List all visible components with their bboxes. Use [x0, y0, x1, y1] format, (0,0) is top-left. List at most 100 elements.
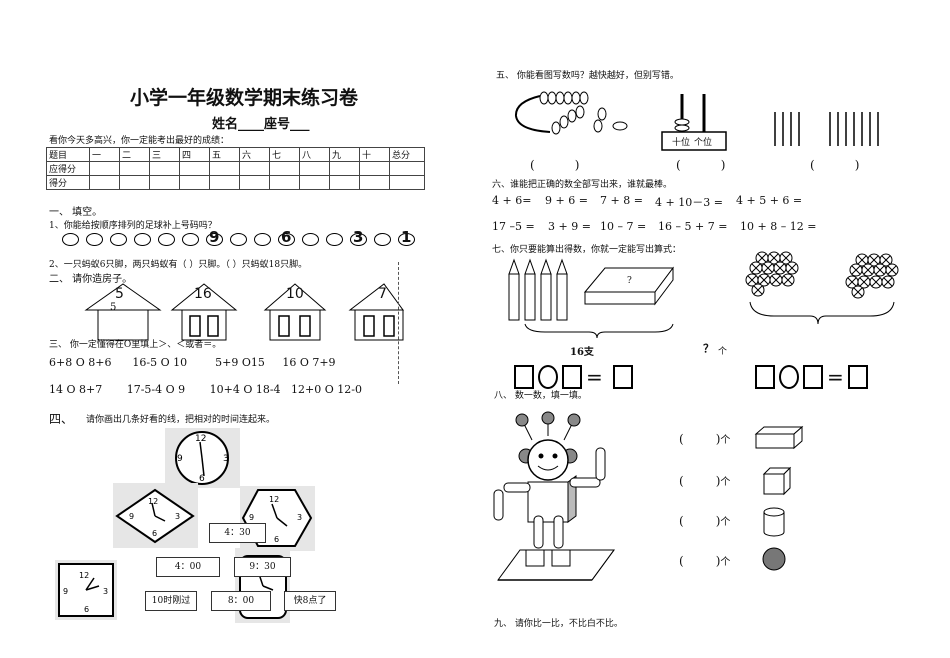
time-label-430[interactable]: 4：30 [209, 523, 266, 543]
svg-text:6: 6 [274, 535, 279, 544]
score-input-cell[interactable] [119, 161, 150, 176]
football-slot[interactable]: 9 [206, 228, 223, 250]
score-input-cell[interactable] [209, 175, 240, 190]
score-input-cell[interactable] [299, 175, 330, 190]
score-input-cell[interactable] [89, 161, 120, 176]
score-input-cell[interactable] [149, 175, 180, 190]
blank-box[interactable] [562, 365, 582, 389]
house-3-roof-number: 10 [286, 286, 304, 302]
football-slot[interactable] [110, 232, 127, 250]
blank-box[interactable] [803, 365, 823, 389]
football-circle [374, 233, 391, 246]
cross-line [747, 275, 757, 285]
time-label-after-10[interactable]: 10时刚过 [145, 591, 197, 611]
cross-line [751, 263, 761, 273]
count-unit: 个 [720, 477, 731, 488]
time-label-800[interactable]: 8：00 [211, 591, 271, 611]
count-unit: 个 [720, 557, 731, 568]
svg-text:9: 9 [177, 454, 183, 464]
equation-pencils[interactable]: = [514, 365, 633, 389]
football-number: 9 [209, 228, 220, 246]
blank-box[interactable] [514, 365, 534, 389]
count-row-cylinder[interactable]: ()个 [679, 513, 730, 528]
football-slot[interactable] [254, 232, 271, 250]
score-input-cell[interactable] [149, 161, 180, 176]
football-slot[interactable] [134, 232, 151, 250]
cross-line [787, 263, 797, 273]
blank-box[interactable] [612, 365, 633, 389]
count-row-cuboid[interactable]: ()个 [679, 431, 730, 446]
equation-balls[interactable]: = [755, 365, 868, 389]
svg-text:3: 3 [175, 512, 180, 521]
operator-circle[interactable] [538, 365, 558, 389]
score-input-cell[interactable] [389, 161, 425, 176]
cross-line [853, 287, 863, 297]
football-slot[interactable]: 3 [350, 228, 367, 250]
cross-line [851, 265, 861, 275]
score-input-cell[interactable] [359, 161, 390, 176]
score-input-cell[interactable] [329, 175, 360, 190]
football-slot[interactable]: 1 [398, 228, 415, 250]
answer-bracket-abacus[interactable]: () [676, 158, 725, 172]
football-slot[interactable] [62, 232, 79, 250]
calc-1-1: 4 + 6= [492, 194, 532, 207]
section-4-number: 四、 [49, 412, 74, 426]
score-input-cell[interactable] [209, 161, 240, 176]
time-label-almost-8[interactable]: 快8点了 [284, 591, 336, 611]
football-slot[interactable]: 6 [278, 228, 295, 250]
score-input-cell[interactable] [329, 161, 360, 176]
football-slot[interactable] [230, 232, 247, 250]
house-1-inner-number: 5 [110, 302, 117, 313]
abacus-tens-label: 十位 [672, 138, 691, 148]
house-4-roof-number: 7 [378, 286, 387, 302]
blank-box[interactable] [755, 365, 775, 389]
bracket-open: ( [679, 514, 684, 528]
blank-box[interactable] [847, 365, 868, 389]
bracket-open: ( [810, 158, 815, 172]
calc-1-5: 4 + 5 + 6 = [736, 194, 803, 207]
svg-text:3: 3 [103, 587, 108, 596]
score-input-cell[interactable] [239, 175, 270, 190]
football-circle [326, 233, 343, 246]
football-circle [302, 233, 319, 246]
score-input-cell[interactable] [269, 161, 300, 176]
score-input-cell[interactable] [269, 175, 300, 190]
score-input-cell[interactable] [359, 175, 390, 190]
cross-line [775, 263, 785, 273]
football-slot[interactable] [86, 232, 103, 250]
cross-line [769, 253, 779, 263]
score-input-cell[interactable] [179, 175, 210, 190]
score-input-cell[interactable] [119, 175, 150, 190]
house-2-roof-number: 16 [194, 286, 212, 302]
score-input-cell[interactable] [389, 175, 425, 190]
section-5-title: 五、 你能看图写数吗？越快越好，但别写错。 [496, 71, 679, 81]
score-input-cell[interactable] [239, 161, 270, 176]
score-input-cell[interactable] [299, 161, 330, 176]
answer-bracket-sticks[interactable]: () [810, 158, 859, 172]
football-circle [110, 233, 127, 246]
bracket-open: ( [676, 158, 681, 172]
beads-drawing [514, 91, 628, 135]
svg-text:9: 9 [63, 587, 68, 596]
score-input-cell[interactable] [89, 175, 120, 190]
football-number: 1 [401, 228, 412, 246]
cross-line [869, 255, 879, 265]
football-slot[interactable] [326, 232, 343, 250]
count-row-cube[interactable]: ()个 [679, 473, 730, 488]
time-label-930[interactable]: 9：30 [234, 557, 291, 577]
football-slot[interactable] [374, 232, 391, 250]
football-slot[interactable] [158, 232, 175, 250]
operator-circle[interactable] [779, 365, 799, 389]
football-circle [230, 233, 247, 246]
score-input-cell[interactable] [179, 161, 210, 176]
count-row-sphere[interactable]: ()个 [679, 553, 730, 568]
sticks-drawing [774, 112, 879, 146]
answer-bracket-beads[interactable]: () [530, 158, 579, 172]
bracket-close: ) [720, 158, 726, 172]
bracket-close: ) [715, 474, 721, 488]
score-row-label: 得分 [46, 175, 90, 190]
compare-row-1: 6+8 O 8+6 16-5 O 10 5+9 O15 16 O 7+9 [49, 356, 336, 369]
football-slot[interactable] [182, 232, 199, 250]
football-slot[interactable] [302, 232, 319, 250]
time-label-400[interactable]: 4：00 [156, 557, 220, 577]
